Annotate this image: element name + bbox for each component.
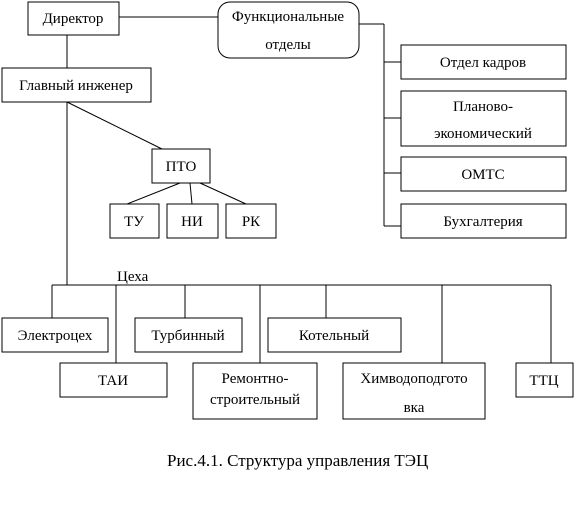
node-repair-construction-workshop: Ремонтно- строительный [192, 362, 318, 420]
node-accounting: Бухгалтерия [400, 203, 567, 239]
node-chief-engineer: Главный инженер [1, 67, 152, 103]
figure-caption: Рис.4.1. Структура управления ТЭЦ [167, 451, 428, 470]
workshops-label: Цеха [117, 269, 149, 285]
node-pto-label: ПТО [166, 159, 197, 175]
node-water-treatment-workshop: Химводоподгото вка [342, 362, 486, 420]
node-turbine-workshop-label: Турбинный [151, 328, 224, 344]
node-director: Директор [27, 1, 120, 36]
node-planning-economic: Планово- экономический [400, 90, 567, 147]
node-chief-engineer-label: Главный инженер [19, 78, 133, 94]
node-functional-departments-line1: Функциональные [232, 9, 344, 25]
node-tai-workshop-label: ТАИ [98, 373, 128, 389]
node-planning-economic-line2: экономический [434, 126, 532, 142]
node-tu-label: ТУ [124, 214, 144, 230]
node-ttc-workshop-label: ТТЦ [529, 373, 558, 389]
node-functional-departments-line2: отделы [265, 37, 311, 53]
node-rk-label: РК [242, 214, 261, 230]
node-pto: ПТО [151, 148, 211, 184]
node-omts: ОМТС [400, 156, 567, 192]
node-functional-departments: Функциональные отделы [217, 1, 360, 59]
node-tai-workshop: ТАИ [59, 362, 168, 398]
connector-lines [51, 16, 552, 363]
node-ttc-workshop: ТТЦ [515, 362, 574, 398]
node-repair-construction-line1: Ремонтно- [222, 371, 289, 387]
node-turbine-workshop: Турбинный [134, 317, 243, 353]
node-water-treatment-line1: Химводоподгото [360, 371, 467, 387]
node-ni: НИ [166, 203, 219, 239]
node-director-label: Директор [43, 11, 104, 27]
node-hr-department: Отдел кадров [400, 44, 567, 80]
node-hr-department-label: Отдел кадров [440, 55, 526, 71]
node-boiler-workshop: Котельный [267, 317, 402, 353]
node-accounting-label: Бухгалтерия [443, 214, 522, 230]
node-ni-label: НИ [181, 214, 203, 230]
node-water-treatment-line2: вка [404, 400, 425, 416]
node-rk: РК [225, 203, 277, 239]
node-tu: ТУ [109, 203, 160, 239]
node-electro-workshop: Электроцех [1, 317, 109, 353]
node-omts-label: ОМТС [461, 167, 504, 183]
node-boiler-workshop-label: Котельный [299, 328, 369, 344]
node-planning-economic-line1: Планово- [453, 99, 513, 115]
node-electro-workshop-label: Электроцех [18, 328, 93, 344]
node-repair-construction-line2: строительный [210, 392, 300, 408]
